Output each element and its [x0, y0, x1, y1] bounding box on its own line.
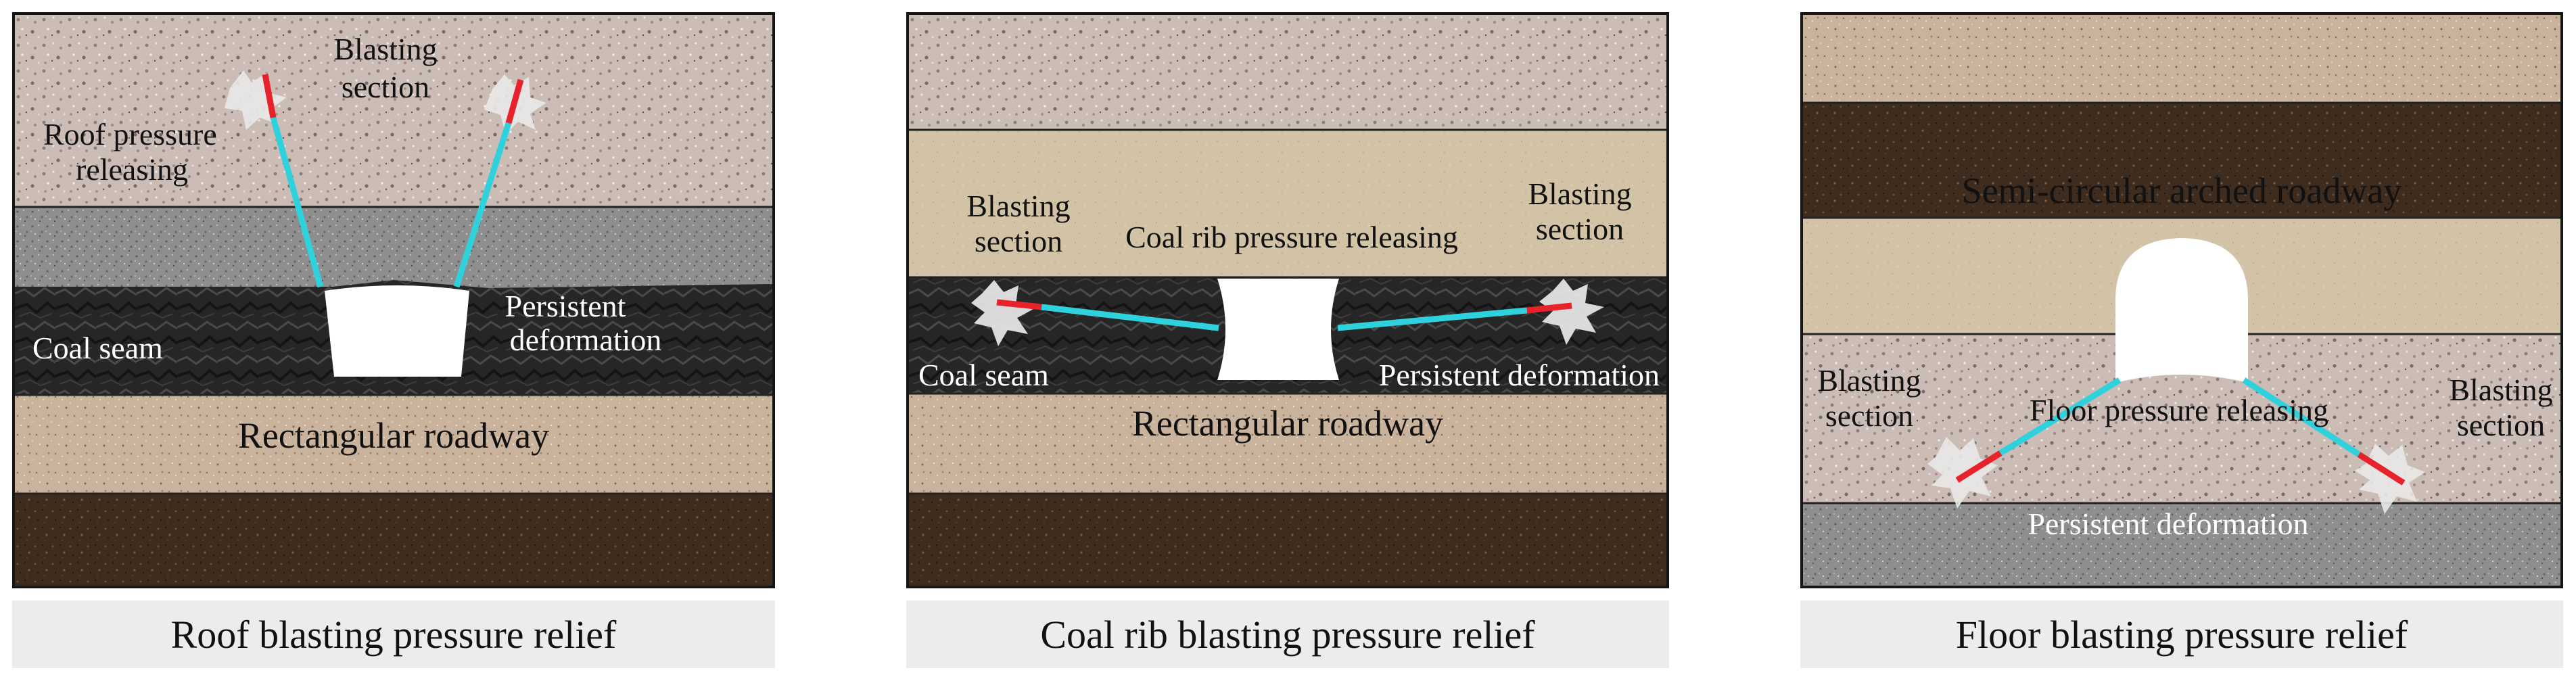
borehole-left — [1998, 377, 2122, 456]
rectangular-roadway — [1217, 279, 1339, 380]
label-left-section: section — [1825, 398, 1913, 433]
label-persistent: Persistent deformation — [2028, 507, 2308, 541]
brown-floor-layer — [909, 494, 1666, 586]
brown-floor-layer — [15, 494, 772, 586]
caption-roof: Roof blasting pressure relief — [12, 600, 775, 668]
label-deformation: deformation — [510, 323, 662, 357]
label-persistent: Persistent — [505, 289, 626, 323]
beige-layer — [909, 130, 1666, 277]
borehole-left — [270, 116, 324, 288]
granite-roof-layer — [15, 15, 772, 207]
panel-coal-rib-blasting: Blasting section Blasting section Coal r… — [906, 12, 1669, 588]
label-roof-pressure: Roof pressure — [43, 117, 217, 151]
blasting-segment-left — [1955, 450, 2003, 483]
sandstone-top-layer — [1803, 15, 2560, 103]
label-blasting-section: Blasting — [333, 32, 437, 66]
blasting-segment-right — [1526, 302, 1572, 314]
fracture-zone-left — [971, 280, 1035, 346]
label-coal-seam: Coal seam — [32, 331, 163, 365]
gray-rock-floor-layer — [1803, 503, 2560, 586]
sandstone-layer — [15, 395, 772, 494]
caption-coal-rib: Coal rib blasting pressure relief — [906, 600, 1669, 668]
label-roadway: Semi-circular arched roadway — [1962, 170, 2402, 211]
semi-circular-arched-roadway — [2115, 238, 2248, 383]
blasting-segment-left — [262, 74, 277, 118]
roof-blasting-diagram: Blasting section Roof pressure releasing… — [15, 15, 772, 586]
label-coal-seam: Coal seam — [918, 358, 1049, 392]
coal-rib-blasting-diagram: Blasting section Blasting section Coal r… — [909, 15, 1666, 586]
dark-brown-layer — [1803, 103, 2560, 218]
floor-blasting-diagram: Semi-circular arched roadway Blasting se… — [1803, 15, 2560, 586]
blasting-segment-right — [505, 78, 524, 124]
blasting-segment-left — [996, 299, 1042, 310]
label-roof-releasing: releasing — [76, 152, 188, 187]
label-persistent: Persistent deformation — [1379, 358, 1660, 392]
sandstone-layer — [909, 394, 1666, 494]
label-right-section: section — [2457, 408, 2545, 442]
panel-roof-blasting: Blasting section Roof pressure releasing… — [12, 12, 775, 588]
borehole-right — [2242, 377, 2361, 457]
fracture-zone-left — [1927, 437, 1998, 509]
panel-floor-blasting: Semi-circular arched roadway Blasting se… — [1800, 12, 2563, 588]
label-blasting-section-2: section — [342, 70, 429, 104]
rectangular-roadway — [325, 285, 469, 377]
label-left-section: section — [975, 224, 1062, 258]
label-floor: Floor pressure releasing — [2030, 393, 2328, 427]
label-coal-rib: Coal rib pressure releasing — [1125, 220, 1458, 254]
borehole-right — [1337, 307, 1528, 331]
label-left-blasting: Blasting — [966, 189, 1070, 223]
blasting-segment-right — [2357, 452, 2406, 486]
borehole-left — [1041, 304, 1219, 331]
label-right-section: section — [1536, 212, 1624, 246]
caption-floor: Floor blasting pressure relief — [1800, 600, 2563, 668]
label-roadway: Rectangular roadway — [238, 415, 549, 456]
label-right-blasting: Blasting — [2449, 373, 2552, 407]
label-right-blasting: Blasting — [1528, 176, 1631, 211]
gray-rock-layer — [15, 207, 772, 287]
label-roadway: Rectangular roadway — [1132, 403, 1443, 444]
fracture-zone-right — [1539, 279, 1604, 345]
borehole-right — [453, 122, 512, 288]
label-left-blasting: Blasting — [1817, 363, 1921, 398]
granite-roof-layer — [909, 15, 1666, 130]
